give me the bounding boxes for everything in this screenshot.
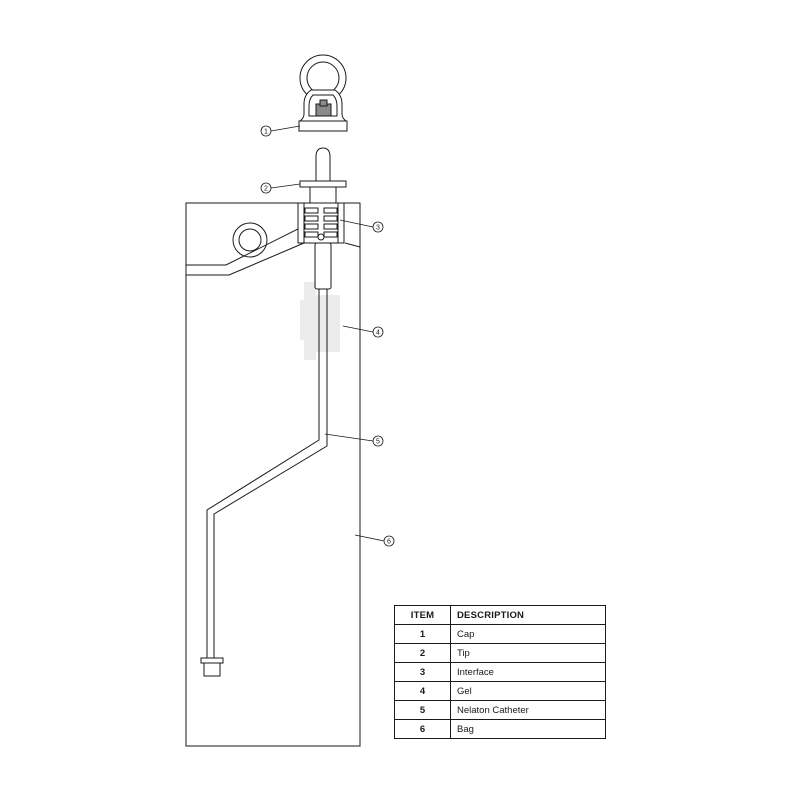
parts-table-header-row: ITEM DESCRIPTION [394, 605, 606, 625]
callout-6-label: 6 [387, 539, 391, 546]
item-description: Bag [450, 719, 606, 739]
item-description: Gel [450, 681, 606, 701]
item-number: 3 [394, 662, 451, 682]
bag-pocket-line [186, 203, 299, 266]
cap-ring-inner [306, 61, 340, 95]
table-row: 3 Interface [394, 662, 606, 682]
item-description: Interface [450, 662, 606, 682]
catheter-connector [203, 662, 221, 677]
description-column-header: DESCRIPTION [450, 605, 606, 625]
leader-1 [270, 125, 301, 132]
tip-flange [299, 180, 347, 188]
item-number: 4 [394, 681, 451, 701]
bag [185, 202, 361, 747]
cap-base [298, 120, 348, 132]
callout-2-label: 2 [264, 186, 268, 193]
item-number: 5 [394, 700, 451, 720]
catheter-tube-right [213, 289, 328, 658]
callout-leaders [270, 125, 385, 542]
leader-6 [354, 534, 385, 542]
callout-3: 3 [372, 221, 384, 233]
bag-hang-hole-inner [238, 228, 262, 252]
callout-1-label: 1 [264, 129, 268, 136]
bag-pocket-line-inner [186, 242, 305, 276]
gel [300, 282, 340, 360]
table-row: 6 Bag [394, 719, 606, 739]
leader-4 [342, 325, 374, 333]
item-number: 6 [394, 719, 451, 739]
callout-6: 6 [383, 535, 395, 547]
leader-2 [270, 183, 301, 189]
bag-hang-hole-outer [232, 222, 268, 258]
tip-nozzle [315, 147, 331, 182]
callout-1: 1 [260, 125, 272, 137]
item-number: 2 [394, 643, 451, 663]
tip [299, 147, 347, 204]
leader-5 [324, 433, 374, 442]
table-row: 2 Tip [394, 643, 606, 663]
callout-2: 2 [260, 182, 272, 194]
item-description: Cap [450, 624, 606, 644]
item-description: Nelaton Catheter [450, 700, 606, 720]
parts-table: ITEM DESCRIPTION 1 Cap 2 Tip 3 Interface… [394, 605, 606, 739]
cap [298, 54, 348, 132]
bag-pocket-line-right [344, 242, 361, 248]
item-column-header: ITEM [394, 605, 451, 625]
tip-collar [309, 186, 337, 204]
interface [297, 202, 345, 244]
callout-3-label: 3 [376, 225, 380, 232]
catheter-tube-left [206, 289, 320, 658]
callout-4-label: 4 [376, 330, 380, 337]
catheter-funnel [314, 242, 332, 290]
item-number: 1 [394, 624, 451, 644]
table-row: 4 Gel [394, 681, 606, 701]
catheter-connector-flange [200, 657, 224, 664]
nelaton-catheter [200, 242, 332, 677]
table-row: 5 Nelaton Catheter [394, 700, 606, 720]
bag-outline [185, 202, 361, 747]
leader-3 [339, 219, 374, 228]
callout-5: 5 [372, 435, 384, 447]
table-row: 1 Cap [394, 624, 606, 644]
callout-5-label: 5 [376, 439, 380, 446]
callouts: 1 2 3 4 5 6 [260, 125, 395, 547]
item-description: Tip [450, 643, 606, 663]
callout-4: 4 [372, 326, 384, 338]
cap-body-inner [308, 94, 338, 117]
